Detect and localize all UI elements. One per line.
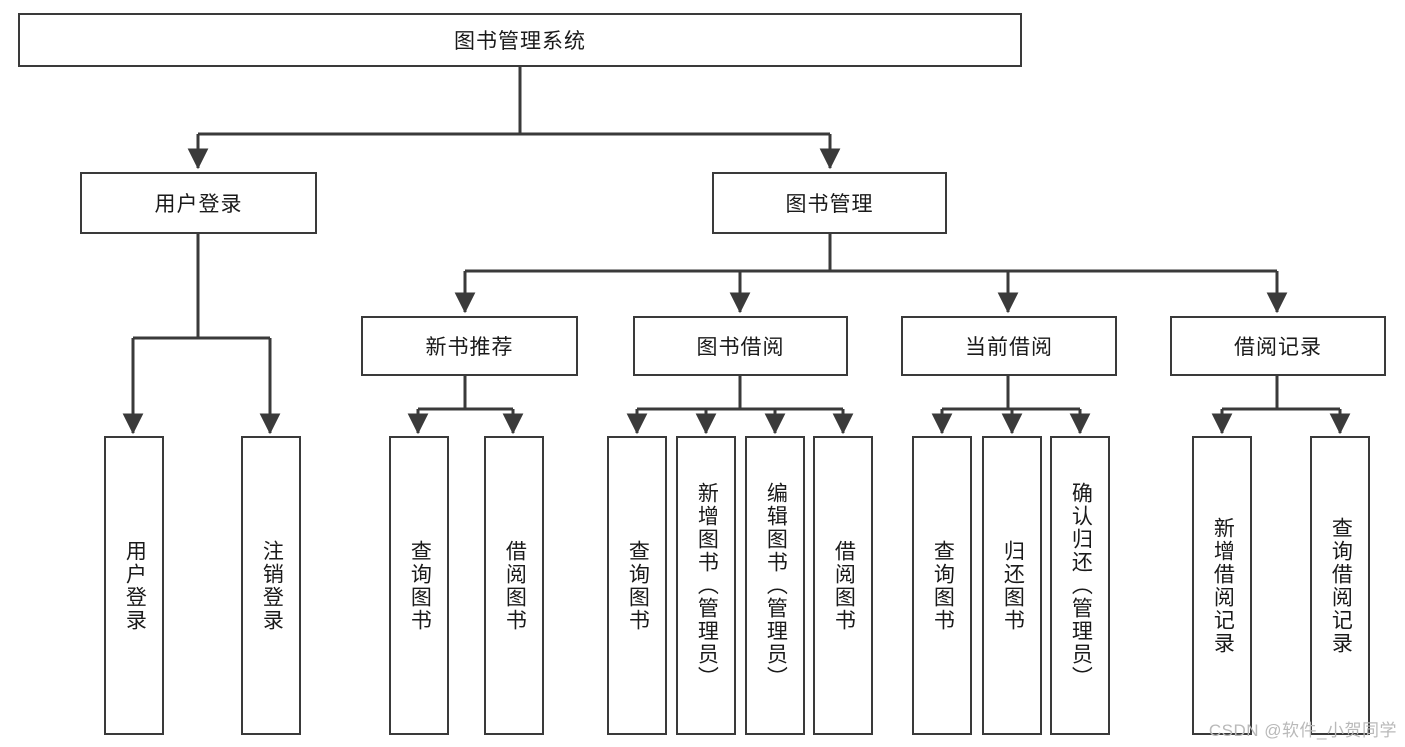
node-leaf-query-record[interactable]: 查询借阅记录 [1310,436,1370,735]
node-leaf-confirm-return-label: 确认归还（管理员） [1069,482,1093,689]
node-leaf-user-login[interactable]: 用户登录 [104,436,164,735]
node-book-manage-label: 图书管理 [785,193,874,216]
node-leaf-return-book[interactable]: 归还图书 [982,436,1042,735]
node-leaf-query-book-3-label: 查询图书 [931,539,955,632]
node-leaf-query-record-label: 查询借阅记录 [1329,516,1353,655]
node-leaf-edit-book-label: 编辑图书（管理员） [764,482,788,689]
node-user-login[interactable]: 用户登录 [80,172,317,234]
node-leaf-confirm-return[interactable]: 确认归还（管理员） [1050,436,1110,735]
node-borrow-record[interactable]: 借阅记录 [1170,316,1386,376]
node-leaf-edit-book[interactable]: 编辑图书（管理员） [745,436,805,735]
node-current-borrow[interactable]: 当前借阅 [901,316,1117,376]
node-leaf-add-record-label: 新增借阅记录 [1211,516,1235,655]
node-book-manage[interactable]: 图书管理 [712,172,947,234]
node-leaf-query-book-2-label: 查询图书 [626,539,650,632]
node-leaf-return-book-label: 归还图书 [1001,539,1025,632]
node-new-book-recommend-label: 新书推荐 [425,336,514,359]
node-leaf-add-book[interactable]: 新增图书（管理员） [676,436,736,735]
node-leaf-user-login-label: 用户登录 [123,539,147,632]
node-root-label: 图书管理系统 [454,30,586,53]
node-leaf-add-book-label: 新增图书（管理员） [695,482,719,689]
node-root[interactable]: 图书管理系统 [18,13,1022,67]
csdn-watermark: CSDN @软件_小贺同学 [1208,721,1397,740]
node-leaf-user-logout[interactable]: 注销登录 [241,436,301,735]
node-leaf-borrow-book-2[interactable]: 借阅图书 [813,436,873,735]
node-leaf-borrow-book-2-label: 借阅图书 [832,539,856,632]
node-leaf-query-book-2[interactable]: 查询图书 [607,436,667,735]
node-book-borrow-label: 图书借阅 [696,336,785,359]
node-book-borrow[interactable]: 图书借阅 [633,316,848,376]
node-leaf-borrow-book-1-label: 借阅图书 [503,539,527,632]
node-current-borrow-label: 当前借阅 [965,336,1053,359]
node-leaf-query-book-1[interactable]: 查询图书 [389,436,449,735]
node-leaf-query-book-1-label: 查询图书 [408,539,432,632]
node-user-login-label: 用户登录 [154,193,243,216]
node-new-book-recommend[interactable]: 新书推荐 [361,316,578,376]
node-leaf-add-record[interactable]: 新增借阅记录 [1192,436,1252,735]
node-leaf-query-book-3[interactable]: 查询图书 [912,436,972,735]
node-leaf-borrow-book-1[interactable]: 借阅图书 [484,436,544,735]
node-borrow-record-label: 借阅记录 [1234,336,1322,359]
node-leaf-user-logout-label: 注销登录 [260,539,284,632]
